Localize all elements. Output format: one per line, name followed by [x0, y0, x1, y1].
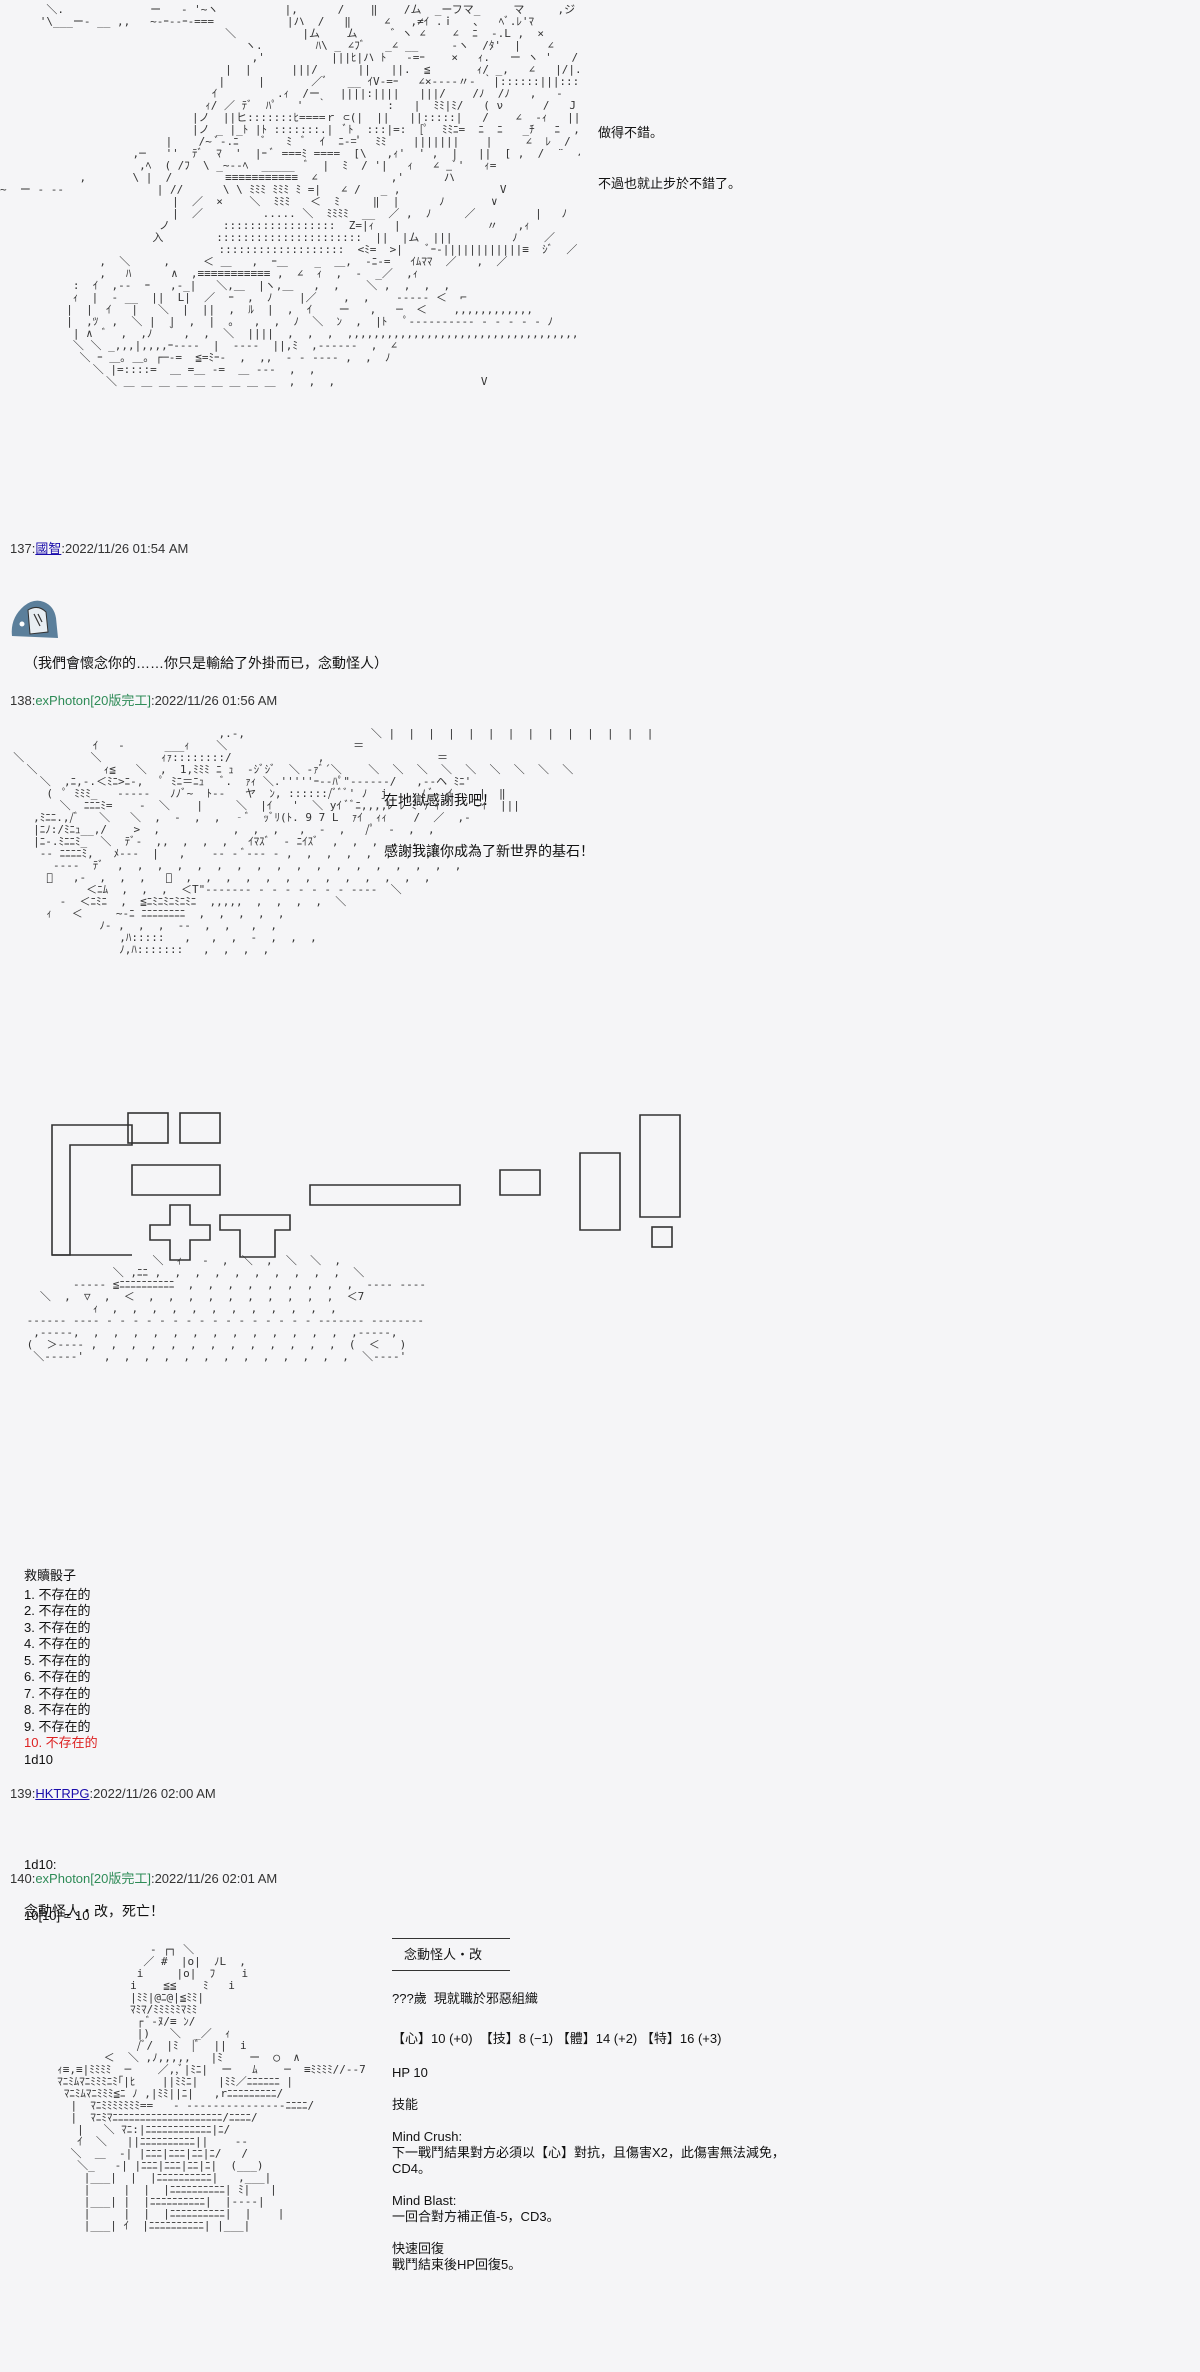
post-date: 2022/11/26 01:56 AM [154, 693, 278, 708]
poster-trip: [20版完工] [90, 1871, 151, 1886]
dice-title: 救贖骰子 [24, 1568, 77, 1583]
status-stats: 【心】10 (+0) 【技】8 (−1) 【體】14 (+2) 【特】16 (+… [392, 2031, 722, 2046]
poster-name: exPhoton [35, 1871, 91, 1886]
status-age: ???歲 現就職於邪惡組織 [392, 1991, 538, 2006]
skill-1-cd: CD4。 [392, 2161, 432, 2176]
dice-roll-label: 1d10: [24, 1857, 57, 1872]
dice-item: 7. 不存在的 [24, 1685, 91, 1701]
speech-line-2: 感謝我讓你成為了新世界的基石！ [384, 843, 594, 859]
speech-bubble-2: 在地獄感謝我吧！ 感謝我讓你成為了新世界的基石！ [384, 758, 594, 877]
post-date: 2022/11/26 02:01 AM [154, 1871, 278, 1886]
skill-3-name: 快速回復 [392, 2241, 445, 2256]
status-divider-bottom [392, 1970, 510, 1971]
speech-bubble-1: 做得不錯。 不過也就止步於不錯了。 [598, 90, 741, 209]
dice-item: 5. 不存在的 [24, 1652, 91, 1668]
dice-roll-result: 10[10] = 10 [24, 1908, 90, 1923]
status-name: 念動怪人‧改 [404, 1947, 483, 1962]
speech-line-1: 在地獄感謝我吧！ [384, 792, 496, 808]
post-header-140: 140:exPhoton[20版完工]:2022/11/26 02:01 AM [10, 1871, 278, 1886]
post-header-139: 139:HKTRPG:2022/11/26 02:00 AM [10, 1786, 216, 1801]
poster-name-link[interactable]: 國智 [35, 541, 62, 556]
skill-2-desc: 一回合對方補正值-5，CD3。 [392, 2209, 560, 2224]
status-hp: HP 10 [392, 2065, 428, 2080]
dice-item: 9. 不存在的 [24, 1718, 91, 1734]
post-header-138: 138:exPhoton[20版完工]:2022/11/26 01:56 AM [10, 693, 278, 708]
dice-item: 1. 不存在的 [24, 1586, 91, 1602]
dice-list: 救贖骰子 1. 不存在的 2. 不存在的 3. 不存在的 4. 不存在的 5. … [24, 1568, 98, 1768]
skill-1-name: Mind Crush: [392, 2129, 463, 2144]
post-date: 2022/11/26 02:00 AM [93, 1786, 216, 1801]
post-140-body: 念動怪人‧改，死亡！ [24, 1903, 164, 1919]
post-number: 140 [10, 1871, 32, 1886]
avatar-icon [11, 600, 58, 638]
speech-line-1: 做得不錯。 [598, 125, 664, 140]
poster-trip: [20版完工] [90, 693, 151, 708]
ascii-art-top: ＼. ー ‐ '~ヽ |, / ‖ /ム _ーフマ_ マ ,ジ '\___ー- … [0, 4, 580, 388]
post-number: 137 [10, 541, 32, 556]
onomatopoeia-art [51, 1112, 681, 1261]
dice-item: 3. 不存在的 [24, 1619, 91, 1635]
dice-item: 2. 不存在的 [24, 1603, 91, 1618]
ascii-art-blast: ＼ ｨ ‐ , ＼ , ＼ ＼ , ＼ ,ﾆﾆ , , , , , , , , … [26, 1255, 426, 1363]
skill-3-desc: 戰鬥結束後HP回復5。 [392, 2257, 522, 2272]
poster-name: exPhoton [35, 693, 91, 708]
post-date: 2022/11/26 01:54 AM [64, 541, 189, 556]
post-number: 138 [10, 693, 32, 708]
ascii-art-explosion: ,.-, ＼ | | | | | | | | | | | | | | | | |… [13, 728, 654, 956]
dice-item: 6. 不存在的 [24, 1669, 91, 1684]
dice-command: 1d10 [24, 1751, 53, 1767]
skill-1-desc: 下一戰鬥結果對方必須以【心】對抗，且傷害X2，此傷害無法減免， [392, 2145, 785, 2160]
status-skills-title: 技能 [392, 2097, 419, 2112]
ascii-art-character: ‐ ┌┐ ＼ ／ # |o| ﾉL , i |o| ﾌ i i ≦≦ ﾐ i |… [57, 1944, 366, 2232]
skill-2-name: Mind Blast: [392, 2193, 457, 2208]
post-header-137: 137:國智:2022/11/26 01:54 AM [10, 541, 189, 556]
speech-line-2: 不過也就止步於不錯了。 [598, 176, 742, 191]
status-divider-top [392, 1938, 510, 1939]
dice-item: 8. 不存在的 [24, 1702, 91, 1717]
poster-name-link[interactable]: HKTRPG [35, 1786, 90, 1801]
dice-item-highlighted: 10. 不存在的 [24, 1735, 98, 1750]
post-137-body: （我們會懷念你的……你只是輸給了外掛而已，念動怪人） [24, 655, 388, 671]
dice-item: 4. 不存在的 [24, 1636, 91, 1651]
post-139-body: 1d10: 10[10] = 10 [24, 1822, 89, 1941]
post-number: 139 [10, 1786, 32, 1801]
